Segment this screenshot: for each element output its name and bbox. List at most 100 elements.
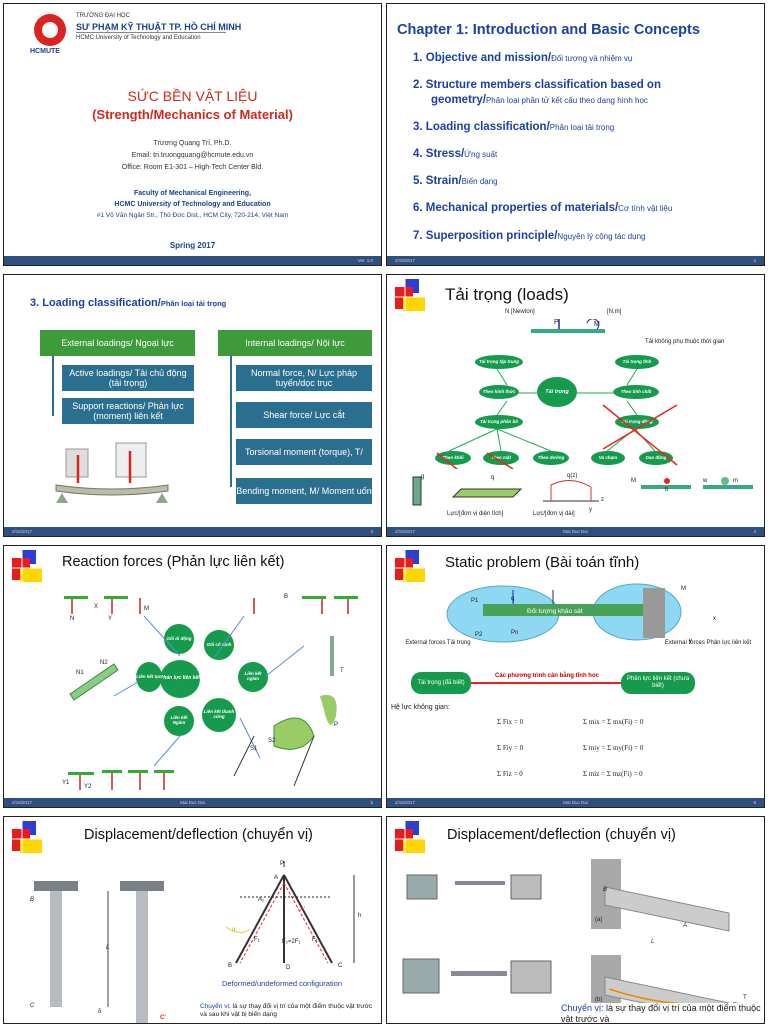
node-fixed-link[interactable]: Liên kết ngàm [238,662,268,692]
node-contact[interactable]: Liên kết tựa [136,662,162,692]
course-title-vn: SỨC BỀN VẬT LIỆU [127,88,258,104]
fig-label-m-mass: m [733,478,738,484]
eq-mz: Σ miz = Σ mz(Fi) = 0 [583,770,643,778]
slide-title: Reaction forces (Phản lực liên kết) [62,554,285,570]
fig-label-b: B [603,887,608,893]
spatial-force-system: Hệ lực không gian: [391,704,450,711]
box-torsional-moment[interactable]: Torsional moment (torque), T/ [236,439,372,465]
corner-decoration [393,277,431,317]
slide-contents[interactable]: Chapter 1: Introduction and Basic Concep… [386,3,765,266]
truss-figure [225,861,355,964]
slide-loading-classification[interactable]: 3. Loading classification/Phân loại tải … [3,274,382,537]
external-forces-reactions: External forces Phản lực liên kết [664,640,752,646]
label-p: P [554,319,559,326]
slide-loads[interactable]: Tải trọng (loads) N [Newton] [N.m] P M T… [386,274,765,537]
node-dynamic-load[interactable]: Tải trọng động [615,415,659,429]
fig-label-b: b [665,487,669,493]
toc-item-2[interactable]: 2. Structure members classification base… [413,79,661,91]
footer-date: 2/15/2017 [395,529,416,534]
author-name: Trương Quang Trí, Ph.D. [153,140,232,147]
fig-label-f1-left: F₁ [254,937,260,943]
fig-label-panel-a: (a) [595,917,603,923]
university-name: HCMC University of Technology and Educat… [114,201,271,208]
node-roller-support[interactable]: Gối di động [164,624,194,654]
displacement-definition: Chuyển vị: là sự thay đổi vị trí của một… [561,1003,761,1024]
node-by-property[interactable]: Theo tính chất [613,385,659,399]
fig-label-alpha: α [232,927,236,933]
displacement-definition: Chuyển vị: là sự thay đổi vị trí của một… [200,1003,373,1019]
box-bending-moment[interactable]: Bending moment, M/ Moment uốn [236,478,372,504]
fig-label-p: P [334,722,339,728]
fig-label-a: A [274,875,279,881]
node-impact[interactable]: Va chạm [591,451,625,465]
slide-static-problem[interactable]: Static problem (Bài toán tĩnh) Đối tượng… [386,545,765,808]
node-reaction-center[interactable]: Phản lực liên kết [160,660,200,698]
unknown-reactions-box[interactable]: Phản lực liên kết (chưa biết) [621,672,695,694]
box-normal-force[interactable]: Normal force, N/ Lực pháp tuyến/dọc trục [236,365,372,391]
eq-fx: Σ Fix = 0 [497,718,524,726]
node-concentrated-load[interactable]: Tải trọng tập trung [475,355,523,369]
fig-label-delta: δ [98,1009,102,1015]
shaft-twist-figure [591,859,730,1022]
fig-label-n2: N2 [100,660,108,666]
node-distributed-load[interactable]: Tải trọng phân bố [475,415,523,429]
beam-icon [531,319,605,333]
page-number: 3 [370,529,373,534]
slide-footer: Ver. 1.0 [4,256,381,265]
slide-title[interactable]: HCMUTE TRƯỜNG ĐẠI HỌC SƯ PHẠM KỸ THUẬT T… [3,3,382,266]
slide-title: Tải trọng (loads) [445,285,569,304]
node-by-form[interactable]: Theo hình thức [479,385,519,399]
toc-item-1[interactable]: 1. Objective and mission/Đối tượng và nh… [413,52,633,64]
fig-label-c-node: C [338,963,343,969]
slide-title: Displacement/deflection (chuyển vị) [84,827,313,843]
toc-item-2-cont: geometry/Phân loại phần tử kết cấu theo … [431,94,648,106]
toc-item-4[interactable]: 4. Stress/Ứng suất [413,148,498,160]
eq-fz: Σ Fiz = 0 [497,770,523,778]
toc-item-6[interactable]: 6. Mechanical properties of materials/Cơ… [413,202,673,214]
footer-author: Mai Duc Dai [563,529,588,534]
box-active-loadings[interactable]: Active loadings/ Tải chủ động (tải trọng… [62,365,194,391]
node-by-volume[interactable]: Theo khối [435,451,471,465]
box-shear-force[interactable]: Shear force/ Lực cắt [236,402,372,428]
slide-reaction-forces[interactable]: Reaction forces (Phản lực liên kết) Phản… [3,545,382,808]
node-pinned-support[interactable]: Gối cố định [204,630,234,660]
logo-text: HCMUTE [30,48,60,55]
node-by-surface[interactable]: Theo mặt [483,451,519,465]
node-loads[interactable]: Tải trọng [537,377,577,407]
beam-illustration [55,442,169,503]
fig-label-q: q [491,475,495,481]
box-support-reactions[interactable]: Support reactions/ Phản lực (moment) liê… [62,398,194,424]
support-diagrams [64,596,358,790]
slide-displacement-2[interactable]: Displacement/deflection (chuyển vị) B A … [386,816,765,1024]
toc-item-7[interactable]: 7. Superposition principle/Nguyên lý cộn… [413,230,646,242]
box-internal[interactable]: Internal loadings/ Nội lực [218,330,372,356]
label-m: M [594,321,600,328]
author-office: Office: Room E1-301 – High-Tech Center B… [121,164,264,171]
fig-label-p: P [280,861,285,867]
eq-mx: Σ mix = Σ mx(Fi) = 0 [583,718,644,726]
node-clamp[interactable]: Liên kết Ngàm [164,706,194,736]
term: Spring 2017 [169,241,216,250]
corner-decoration [10,819,48,859]
equilibrium-label: Các phương trình cân bằng tĩnh học [495,673,599,679]
page-number: 6 [753,800,756,805]
node-by-line[interactable]: Theo đường [533,451,569,465]
university-line-3: HCMC University of Technology and Educat… [76,35,201,41]
known-loads-box[interactable]: Tải trọng (đã biết) [411,672,471,694]
box-external[interactable]: External loadings/ Ngoại lực [40,330,195,356]
toc-item-3[interactable]: 3. Loading classification/Phân loại tải … [413,121,615,133]
node-static-load[interactable]: Tải trọng tĩnh [615,355,659,369]
fig-label-w: w [703,478,708,484]
corner-decoration [393,548,431,588]
fig-label-b-node: B [228,963,233,969]
toc-item-5[interactable]: 5. Strain/Biến dạng [413,175,498,187]
footer-date: 2/15/2017 [12,800,33,805]
university-line-1: TRƯỜNG ĐẠI HỌC [76,13,130,19]
university-logo [34,14,66,46]
author-email: Email: tri.truongquang@hcmute.edu.vn [131,152,254,159]
node-rigid-bar[interactable]: Liên kết thanh cứng [202,698,236,732]
fig-label-g: g [421,474,425,480]
unit-newton: N [Newton] [505,309,535,315]
fig-label-b: B [30,897,35,903]
slide-displacement-1[interactable]: Displacement/deflection (chuyển vị) B L … [3,816,382,1024]
